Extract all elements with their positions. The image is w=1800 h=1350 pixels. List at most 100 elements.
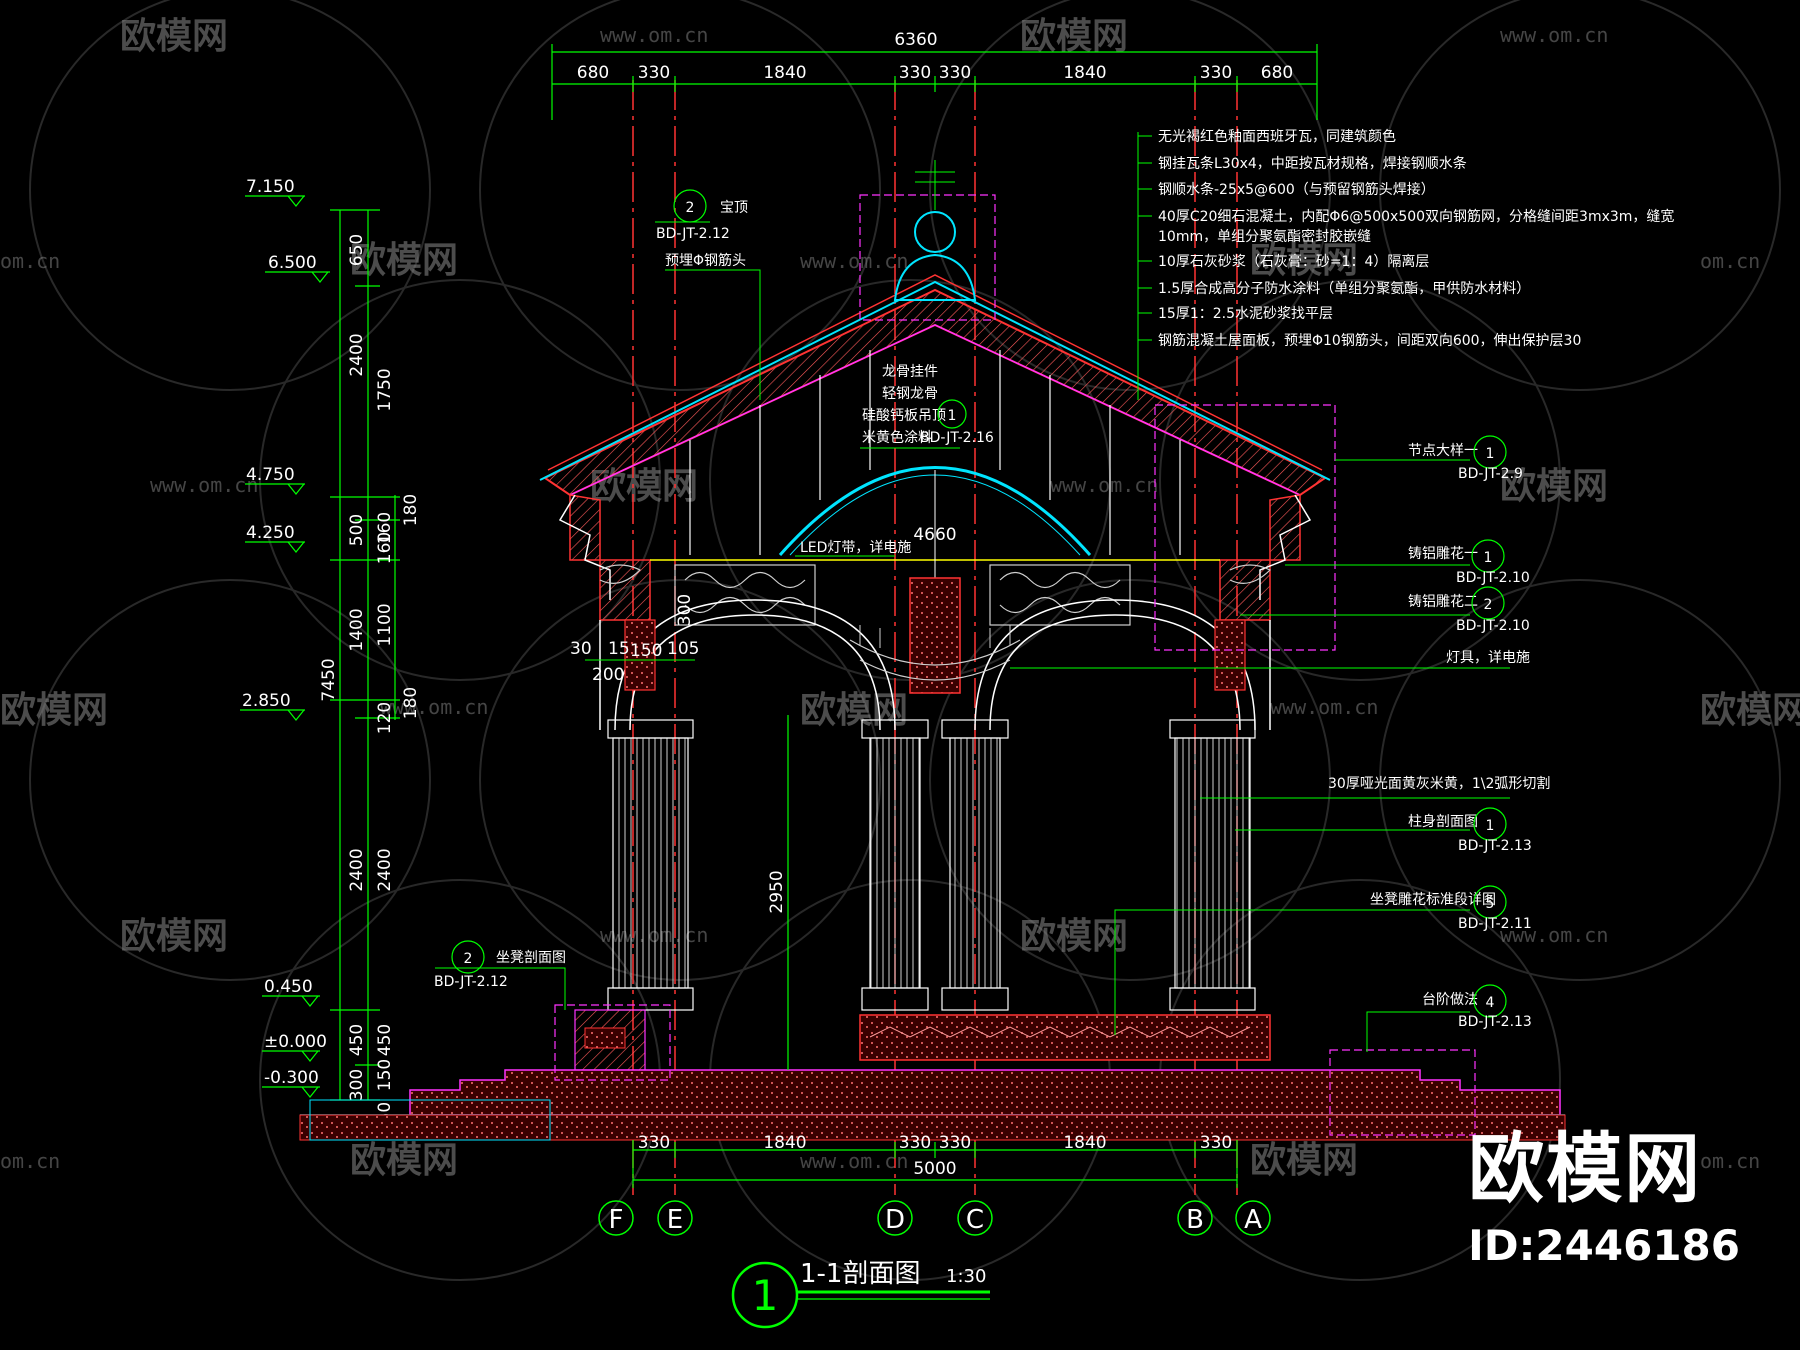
note-line: 钢挂瓦条L30x4，中距按瓦材规格，焊接钢顺水条 <box>1158 155 1467 172</box>
axis-label-c: C <box>966 1205 984 1235</box>
callouts-right: 节点大样一 1 BD-JT-2.9 铸铝雕花一 1 BD-JT-2.10 铸铝雕… <box>434 435 1550 1052</box>
callout-number: 2 <box>1484 597 1493 613</box>
watermark-brand: 欧模网 <box>1250 240 1358 281</box>
note-line: 无光褐红色釉面西班牙瓦，同建筑颜色 <box>1158 128 1396 145</box>
left-dim-labels: 7450 650 2400 500 1400 2400 450 300 1750… <box>319 234 421 1134</box>
bench-and-base <box>299 404 1566 1141</box>
dim-label: 1100 <box>375 603 395 646</box>
dim-label: 330 <box>1200 1133 1232 1153</box>
frieze-carvings <box>599 564 1272 626</box>
dim-label: 120 <box>375 702 395 734</box>
dim-label: 2400 <box>347 333 367 376</box>
elevation-label: -0.300 <box>264 1068 319 1088</box>
column <box>941 719 1009 1011</box>
callout-label: 灯具，详电施 <box>1446 650 1530 666</box>
dim-label: 180 <box>401 494 421 526</box>
watermark-url: www.om.cn <box>380 695 488 719</box>
callout-label: 龙骨挂件 <box>882 364 938 380</box>
material-notes: 无光褐红色釉面西班牙瓦，同建筑颜色 钢挂瓦条L30x4，中距按瓦材规格，焊接钢顺… <box>1137 128 1674 400</box>
watermark-brand: 欧模网 <box>120 916 228 957</box>
dim-label: 200 <box>592 665 624 685</box>
elevation-label: 4.250 <box>246 523 295 543</box>
elevation-label: 2.850 <box>242 691 291 711</box>
watermark-url: www.om.cn <box>800 249 908 273</box>
axis-lines <box>632 80 1238 1195</box>
finial <box>859 160 996 321</box>
watermark-brand: 欧模网 <box>800 690 908 731</box>
dim-label: 1840 <box>1063 63 1106 83</box>
dim-label: 2400 <box>375 848 395 891</box>
callout-label: 坐凳剖面图 <box>496 950 566 966</box>
dim-label: 105 <box>667 639 699 659</box>
callout-ref: BD-JT-2.9 <box>1458 466 1523 482</box>
left-dimensions <box>330 209 400 1101</box>
callout-ref: BD-JT-2.10 <box>1456 570 1530 586</box>
dim-label: 150 <box>375 1059 395 1091</box>
small-dims: 30 15 150 105 200 300 <box>570 594 699 685</box>
dim-label: 1840 <box>763 63 806 83</box>
watermark-brand: 欧模网 <box>1250 1140 1358 1181</box>
dim-overall-top: 6360 <box>894 30 937 50</box>
watermark-brand: 欧模网 <box>120 16 228 57</box>
dim-label: 330 <box>939 63 971 83</box>
dim-label: 650 <box>347 234 367 266</box>
columns <box>607 619 1256 1011</box>
brand-badge: 欧模网 ID:2446186 <box>1468 1107 1740 1270</box>
dim-label: 330 <box>899 1133 931 1153</box>
dim-overall-bottom: 5000 <box>913 1159 956 1179</box>
watermark-url: www.om.cn <box>800 1149 908 1173</box>
watermark-url: om.cn <box>1700 249 1760 273</box>
bottom-dim-labels: 330 1840 330 330 1840 330 5000 <box>638 1133 1232 1179</box>
watermark-url: www.om.cn <box>150 473 258 497</box>
dim-label: 450 <box>347 1024 367 1056</box>
dim-label: 680 <box>577 63 609 83</box>
dim-label: 160 <box>375 532 395 564</box>
dim-label: 2400 <box>347 848 367 891</box>
brand-id: ID:2446186 <box>1468 1221 1740 1270</box>
dim-label: 1840 <box>1063 1133 1106 1153</box>
elevation-label: 0.450 <box>264 977 313 997</box>
note-line: 40厚C20细石混凝土，内配Φ6@500x500双向钢筋网，分格缝间距3mx3m… <box>1158 208 1674 225</box>
callout-number: 1 <box>948 408 957 424</box>
callout-ref: BD-JT-2.16 <box>920 430 994 446</box>
dim-label: 15 <box>608 639 630 659</box>
watermark-brand: 欧模网 <box>1700 690 1800 731</box>
title-text: 1-1剖面图 <box>800 1259 920 1289</box>
callout-label: 宝顶 <box>720 200 748 216</box>
dim-total-height: 7450 <box>319 658 339 701</box>
drawing-title: 1 1-1剖面图 1:30 <box>731 1259 990 1329</box>
callout-ref: BD-JT-2.12 <box>656 226 730 242</box>
elevation-label: 7.150 <box>246 177 295 197</box>
callout-label: 节点大样一 <box>1408 443 1478 459</box>
callouts-left: 2 宝顶 BD-JT-2.12 预埋Φ钢筋头 龙骨挂件 轻钢龙骨 硅酸钙板吊顶 … <box>655 189 994 557</box>
note-line: 15厚1：2.5水泥砂浆找平层 <box>1158 306 1333 322</box>
callout-number: 2 <box>464 951 473 967</box>
watermark-url: om.cn <box>0 1149 60 1173</box>
bottom-dimensions <box>632 1140 1238 1188</box>
elevation-label: 6.500 <box>268 253 317 273</box>
dim-span-center: 4660 <box>913 525 956 545</box>
dim-label: 1400 <box>347 608 367 651</box>
callout-ref: BD-JT-2.13 <box>1458 1014 1532 1030</box>
axis-label-e: E <box>667 1205 683 1235</box>
callout-label: LED灯带，详电施 <box>800 540 911 556</box>
callout-label: 柱身剖面图 <box>1408 814 1478 830</box>
watermark-url: www.om.cn <box>1270 695 1378 719</box>
callout-ref: BD-JT-2.13 <box>1458 838 1532 854</box>
dim-label: 1750 <box>375 368 395 411</box>
elevation-labels: 7.150 6.500 4.750 4.250 2.850 0.450 ±0.0… <box>242 177 327 1088</box>
callout-label: 台阶做法 <box>1422 992 1478 1008</box>
callout-number: 4 <box>1486 995 1495 1011</box>
top-dim-labels: 6360 680 330 1840 330 330 1840 330 680 <box>577 30 1293 83</box>
note-line: 10mm，单组分聚氨酯密封胶嵌缝 <box>1158 228 1371 245</box>
note-line: 10厚石灰砂浆（石灰膏：砂=1：4）隔离层 <box>1158 253 1429 270</box>
dim-label: 160 <box>375 512 395 544</box>
callout-number: 1 <box>1486 446 1495 462</box>
watermark-url: om.cn <box>1700 1149 1760 1173</box>
column <box>607 719 694 1011</box>
dim-label: 330 <box>1200 63 1232 83</box>
top-dimensions <box>551 44 1318 120</box>
callout-label: 铸铝雕花二 <box>1408 594 1478 610</box>
dim-label: 30 <box>570 639 592 659</box>
dim-label: 330 <box>638 1133 670 1153</box>
